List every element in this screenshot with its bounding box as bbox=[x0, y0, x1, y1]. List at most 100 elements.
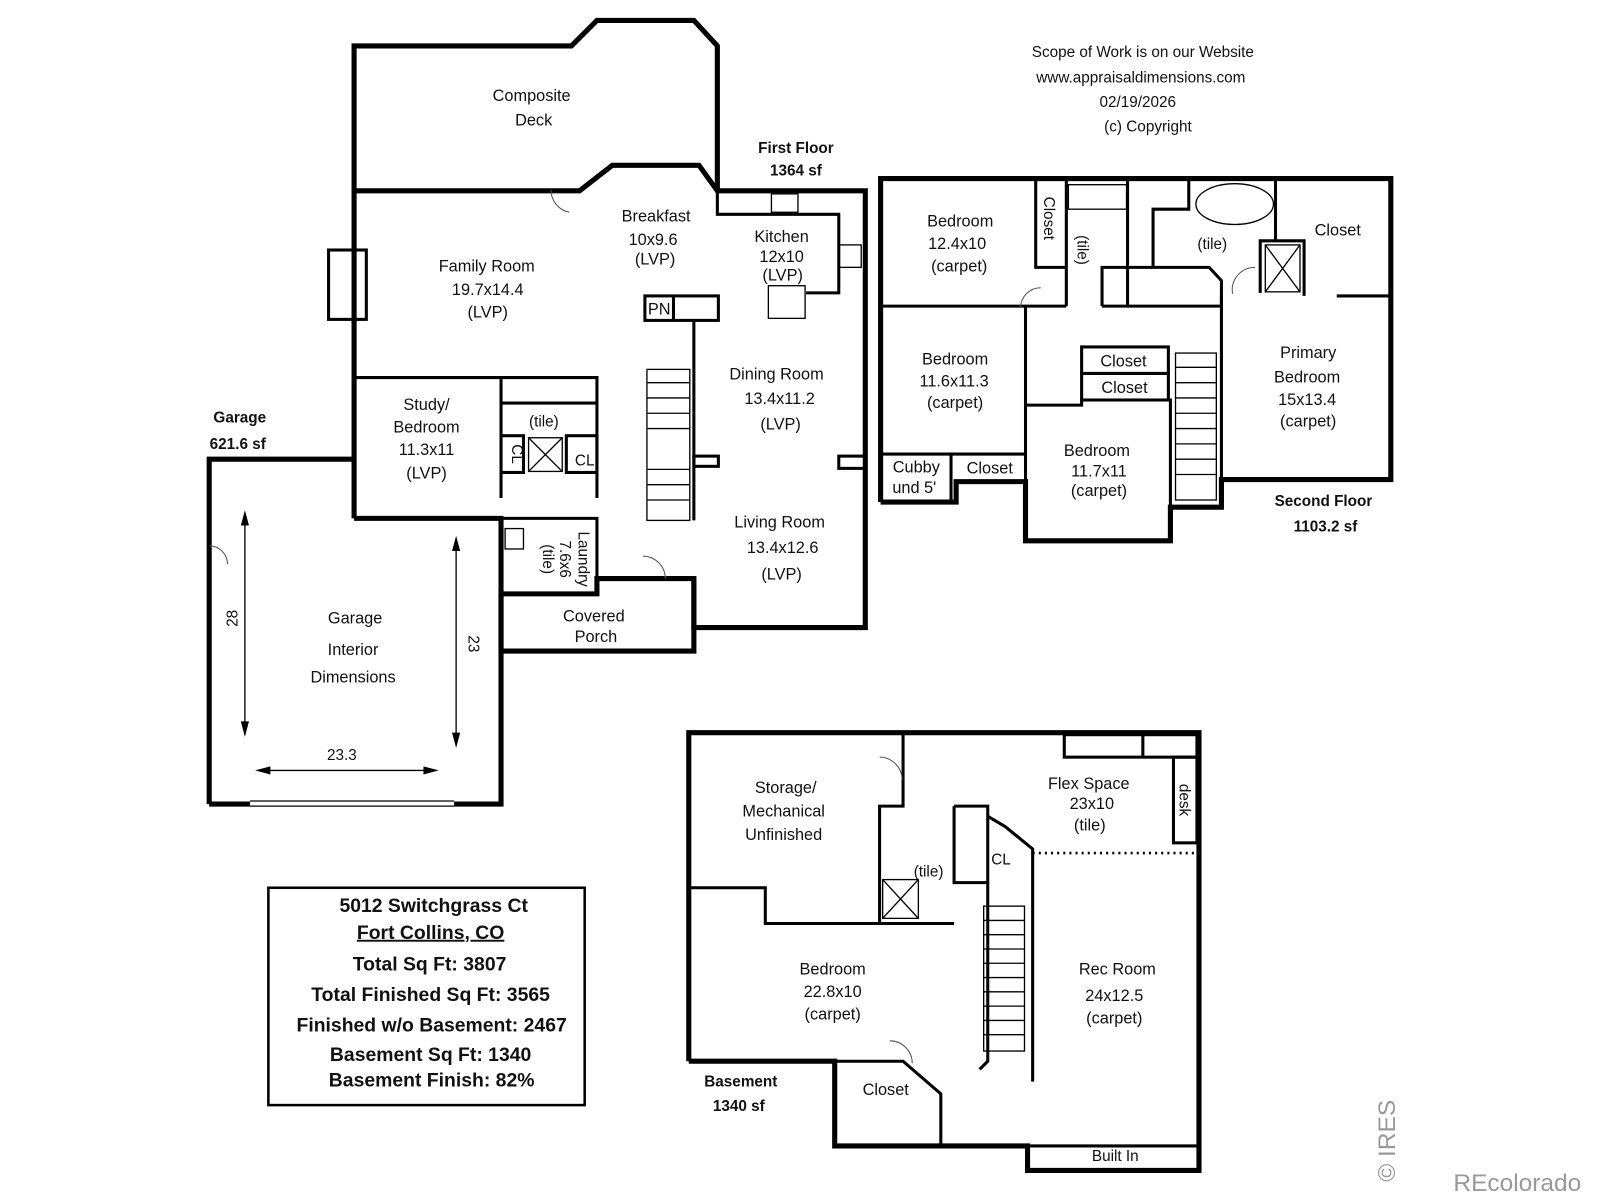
bedroom1-dim: 12.4x10 bbox=[928, 235, 986, 253]
living-room-floor: (LVP) bbox=[761, 566, 802, 584]
stairs-icon bbox=[646, 381, 690, 501]
basement-labels: Basement 1340 sf Storage/ Mechanical Unf… bbox=[704, 775, 1192, 1165]
basement-finish-text: Basement Finish: 82% bbox=[329, 1070, 535, 1092]
breakfast-floor: (LVP) bbox=[635, 250, 676, 268]
flex-space-dim: 23x10 bbox=[1070, 795, 1114, 813]
living-room-label: Living Room bbox=[734, 514, 825, 532]
basement-bedroom-dim: 22.8x10 bbox=[804, 983, 862, 1001]
desk-label: desk bbox=[1176, 784, 1193, 817]
property-info-box: 5012 Switchgrass Ct Fort Collins, CO Tot… bbox=[267, 886, 586, 1107]
finished-wo-basement-text: Finished w/o Basement: 2467 bbox=[296, 1015, 566, 1037]
bedroom1-floor: (carpet) bbox=[931, 257, 987, 275]
primary-closet-label: Closet bbox=[1315, 222, 1362, 240]
laundry-label: Laundry bbox=[575, 532, 592, 588]
built-in-label: Built In bbox=[1092, 1148, 1139, 1165]
recolorado-watermark: REcolorado bbox=[1453, 1170, 1581, 1197]
basement-bedroom-floor: (carpet) bbox=[805, 1005, 861, 1023]
deck-label: Composite bbox=[493, 87, 571, 105]
study-floor: (LVP) bbox=[406, 465, 447, 483]
family-room-floor: (LVP) bbox=[468, 303, 509, 321]
rec-room-dim: 24x12.5 bbox=[1085, 987, 1143, 1005]
second-floor-walls bbox=[878, 176, 1394, 544]
total-sqft-text: Total Sq Ft: 3807 bbox=[353, 953, 507, 975]
second-floor-labels: Second Floor 1103.2 sf Bedroom 12.4x10 (… bbox=[892, 197, 1372, 536]
second-floor-area: 1103.2 sf bbox=[1294, 519, 1359, 536]
garage-title: Garage bbox=[213, 409, 266, 426]
living-room-dim: 13.4x12.6 bbox=[747, 539, 819, 557]
closet-a-label: CL bbox=[508, 444, 525, 464]
dining-room-label: Dining Room bbox=[729, 366, 823, 384]
cubby-label-2: und 5' bbox=[892, 479, 936, 497]
basement-sqft-text: Basement Sq Ft: 1340 bbox=[330, 1044, 531, 1066]
bedroom2-label: Bedroom bbox=[922, 350, 988, 368]
garage-label: Garage bbox=[328, 609, 382, 627]
basement-closet-label: CL bbox=[991, 851, 1011, 868]
flex-space-floor: (tile) bbox=[1074, 817, 1106, 835]
laundry-dim: 7.6x6 bbox=[556, 540, 573, 577]
stairs-icon bbox=[1175, 366, 1217, 476]
closet2-label: Closet bbox=[967, 459, 1014, 477]
first-floor-labels: First Floor 1364 sf Composite Deck Break… bbox=[393, 87, 833, 646]
storage-label: Storage/ bbox=[755, 779, 817, 797]
garage-walls bbox=[206, 456, 504, 807]
bedroom3-floor: (carpet) bbox=[1071, 482, 1127, 500]
laundry-floor: (tile) bbox=[539, 544, 556, 574]
first-floor-walls bbox=[327, 17, 868, 631]
basement-closet-label-2: Closet bbox=[863, 1081, 910, 1099]
breakfast-dim: 10x9.6 bbox=[629, 231, 678, 249]
study-label-2: Bedroom bbox=[393, 419, 459, 437]
first-floor-area: 1364 sf bbox=[770, 163, 823, 180]
primary-bedroom-floor: (carpet) bbox=[1280, 413, 1336, 431]
storage-label-3: Unfinished bbox=[745, 826, 822, 844]
scope-text: Scope of Work is on our Website bbox=[1032, 44, 1254, 61]
study-dim: 11.3x11 bbox=[399, 441, 455, 459]
closet-b-label: CL bbox=[575, 452, 595, 469]
garage-label-2: Interior bbox=[328, 641, 379, 659]
bedroom3-label: Bedroom bbox=[1064, 442, 1130, 460]
garage-area: 621.6 sf bbox=[210, 436, 267, 453]
closet1-label: Closet bbox=[1040, 197, 1057, 241]
pantry-label: PN bbox=[648, 300, 671, 318]
dining-room-dim: 13.4x11.2 bbox=[744, 390, 814, 408]
kitchen-label: Kitchen bbox=[754, 228, 808, 246]
basement-title: Basement bbox=[704, 1074, 777, 1091]
stairs-icon bbox=[983, 919, 1025, 1036]
bath-floor-label: (tile) bbox=[529, 414, 559, 431]
hall-closet1-label: Closet bbox=[1100, 352, 1147, 370]
bath1-floor-label: (tile) bbox=[1074, 235, 1091, 265]
hall-closet2-label: Closet bbox=[1101, 379, 1148, 397]
basement-area: 1340 sf bbox=[713, 1098, 766, 1115]
rec-room-floor: (carpet) bbox=[1086, 1009, 1142, 1027]
date-text: 02/19/2026 bbox=[1099, 94, 1176, 111]
bedroom3-dim: 11.7x11 bbox=[1071, 463, 1127, 481]
dining-room-floor: (LVP) bbox=[760, 416, 801, 434]
basement-bedroom-label: Bedroom bbox=[800, 960, 866, 978]
bedroom2-floor: (carpet) bbox=[927, 394, 983, 412]
garage-labels: Garage 621.6 sf Garage Interior Dimensio… bbox=[210, 409, 482, 764]
garage-dim-left: 28 bbox=[225, 610, 242, 627]
bedroom1-label: Bedroom bbox=[927, 213, 993, 231]
flex-space-label: Flex Space bbox=[1048, 775, 1130, 793]
ires-watermark: © IRES bbox=[1374, 1100, 1401, 1182]
kitchen-dim: 12x10 bbox=[759, 248, 803, 266]
primary-bedroom-dim: 15x13.4 bbox=[1278, 391, 1336, 409]
kitchen-floor: (LVP) bbox=[762, 267, 803, 285]
primary-bedroom-label: Primary bbox=[1280, 344, 1337, 362]
family-room-dim: 19.7x14.4 bbox=[452, 281, 524, 299]
first-floor-title: First Floor bbox=[758, 140, 834, 157]
cubby-label: Cubby bbox=[893, 458, 941, 476]
city-text: Fort Collins, CO bbox=[357, 922, 504, 944]
basement-walls bbox=[686, 730, 1202, 1173]
total-finished-text: Total Finished Sq Ft: 3565 bbox=[311, 984, 550, 1006]
primary-bedroom-label-2: Bedroom bbox=[1274, 369, 1340, 387]
primary-bath-floor-label: (tile) bbox=[1197, 236, 1227, 253]
breakfast-label: Breakfast bbox=[622, 207, 691, 225]
website-text: www.appraisaldimensions.com bbox=[1035, 70, 1245, 87]
garage-label-3: Dimensions bbox=[310, 669, 395, 687]
deck-label: Deck bbox=[515, 112, 553, 130]
garage-dim-right: 23 bbox=[464, 635, 481, 652]
header-notes: Scope of Work is on our Website www.appr… bbox=[1032, 44, 1254, 135]
garage-dim-bottom: 23.3 bbox=[327, 747, 357, 764]
basement-bath-floor: (tile) bbox=[914, 864, 944, 881]
